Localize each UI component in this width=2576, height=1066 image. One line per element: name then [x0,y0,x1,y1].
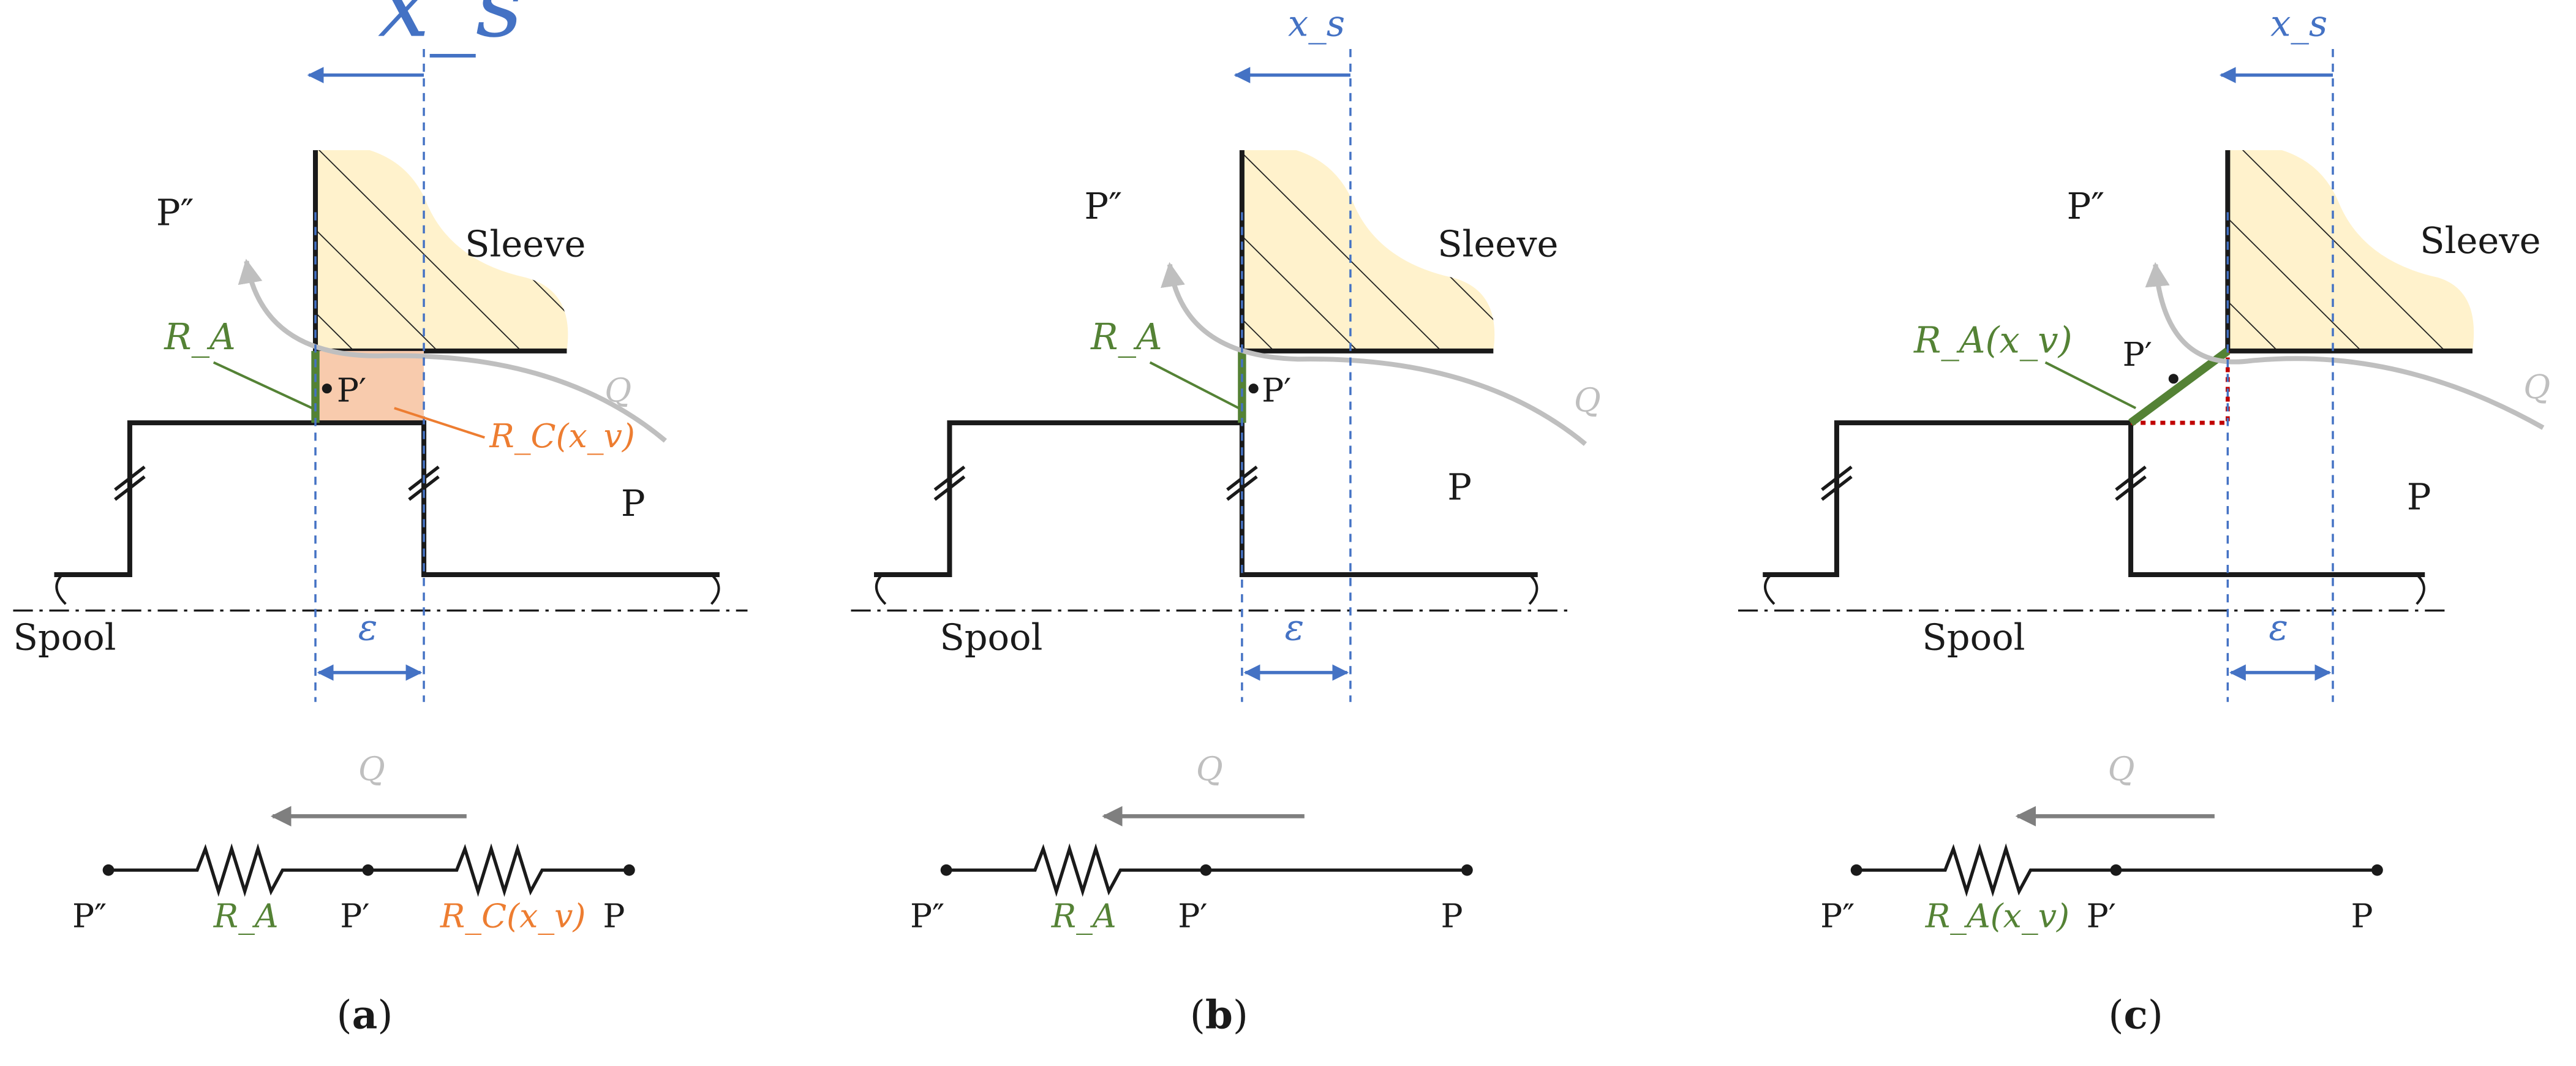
eps-label: ε [1285,607,1305,649]
break-mark-left [114,465,146,501]
circuit-node-p2 [1850,864,1862,876]
circuit-node-p [2371,864,2383,876]
sleeve-hatch [315,150,568,351]
circuit-q-label: Q [358,750,385,788]
xs-label: x_s [378,0,523,58]
circuit-wire [1856,843,2378,897]
circuit-p2-label: P″ [72,897,107,936]
spool-label: Spool [1922,616,2025,659]
caption-a: (a) [337,992,393,1038]
circuit-q-label: Q [1196,750,1223,788]
ra-label: R_A [164,316,236,358]
circuit-node-p [1461,864,1473,876]
caption-c: (c) [2108,992,2163,1038]
eps-label: ε [358,607,378,649]
p-prime-dot [322,384,332,394]
ra-leader [1149,361,1240,409]
circuit-p1-label: P′ [2087,897,2116,936]
spool-body [54,420,720,577]
p-label: P [2407,476,2431,518]
sleeve-hatch [2228,150,2474,351]
break-mark-right [2115,465,2147,501]
circuit-node-p1 [2110,864,2122,876]
circuit-node-p2 [102,864,115,876]
circuit-p2-label: P″ [1820,897,1855,936]
resistance-ra-line [2128,347,2231,426]
ra-leader [2044,361,2137,409]
sleeve-label: Sleeve [2420,219,2540,262]
caption-b: (b) [1190,992,1248,1038]
break-mark-left [933,465,966,501]
flow-curve [238,259,667,443]
spool-label: Spool [13,616,116,659]
gap-projection [2131,350,2230,425]
ra-label: R_A(x_v) [1913,319,2073,361]
sleeve-hatch [1241,150,1495,351]
rc-label: R_C(x_v) [489,417,635,455]
circuit-ra-label: R_A(x_v) [1925,897,2069,936]
circuit-p2-label: P″ [910,897,944,936]
panel-a: x_s ε P″ Sleeve R_A P′ Q R_C(x_v) P Spoo… [13,0,748,1038]
circuit-node-p1 [362,864,374,876]
q-label: Q [604,371,631,410]
p-prime-dot [2168,374,2179,384]
spool-break-left [875,573,1538,605]
circuit-q-label: Q [2108,750,2135,788]
xs-label: x_s [1288,2,1345,45]
xs-label: x_s [2270,2,2327,45]
p-prime-dot [1248,384,1259,394]
spool-body [1763,420,2425,577]
ra-leader [213,361,313,409]
flow-curve [1161,262,1587,446]
circuit-p1-label: P′ [340,897,369,936]
spool-label: Spool [940,616,1042,659]
p-double-prime-label: P″ [156,192,194,234]
p-label: P [621,482,646,524]
panel-c: x_s ε P″ Sleeve R_A(x_v) P′ Q P Spool Q … [1738,2,2550,1038]
p-prime-label: P′ [2123,335,2152,374]
p-prime-label: P′ [1262,371,1291,410]
sleeve-label: Sleeve [465,223,586,265]
circuit-p-label: P [1441,897,1463,936]
circuit-node-p1 [1200,864,1212,876]
rc-leader [394,407,485,439]
sleeve-label: Sleeve [1437,223,1558,265]
circuit-p-label: P [603,897,625,936]
p-double-prime-label: P″ [2066,185,2104,227]
circuit-p-label: P [2351,897,2373,936]
eps-label: ε [2269,607,2288,649]
circuit-wire [946,843,1467,897]
q-label: Q [2523,368,2550,406]
panel-b: x_s ε P″ Sleeve R_A P′ Q P Spool Q P″ R_… [851,2,1601,1038]
circuit-node-p [623,864,635,876]
circuit-ra-label: R_A [213,897,279,936]
spool-break-left [1764,573,2425,605]
q-label: Q [1574,381,1601,420]
circuit-p1-label: P′ [1178,897,1207,936]
p-label: P [1447,466,1472,508]
spool-body [874,420,1538,577]
flow-curve [2145,262,2545,430]
ra-label: R_A [1090,316,1162,358]
p-double-prime-label: P″ [1084,185,1122,227]
circuit-node-p2 [940,864,952,876]
p-prime-label: P′ [337,371,366,410]
break-mark-left [1821,465,1853,501]
circuit-rc-label: R_C(x_v) [440,897,586,936]
spool-break-left [55,573,720,605]
circuit-ra-label: R_A [1051,897,1117,936]
